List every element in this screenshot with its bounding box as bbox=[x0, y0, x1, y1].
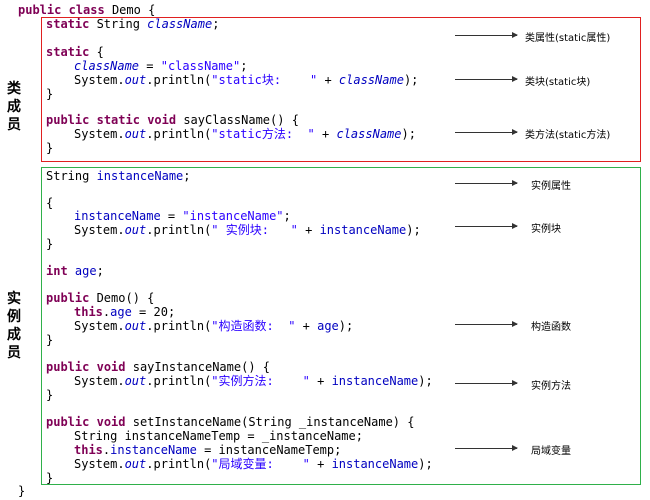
annotation-class-method: 类方法(static方法) bbox=[525, 130, 611, 141]
arrow-instance-field bbox=[455, 180, 518, 186]
code-line-instance-field: String instanceName; bbox=[46, 169, 191, 183]
arrow-class-method bbox=[455, 129, 518, 135]
code-line-class-declaration: public class Demo { bbox=[18, 3, 156, 17]
code-line-static-field: static String className; bbox=[46, 17, 220, 31]
code-line-constructor-print: System.out.println("构造函数: " + age); bbox=[74, 319, 354, 333]
code-line-setter: public void setInstanceName(String _inst… bbox=[46, 415, 415, 429]
code-line-setter-print: System.out.println("局域变量: " + instanceNa… bbox=[74, 457, 433, 471]
instance-members-label: 实例成员 bbox=[7, 291, 21, 361]
arrow-class-block bbox=[455, 76, 518, 82]
code-line-instance-block-open: { bbox=[46, 196, 54, 210]
code-line-age-field: int age; bbox=[46, 264, 104, 278]
annotation-instance-field: 实例属性 bbox=[531, 181, 571, 192]
code-line-class-close: } bbox=[18, 484, 26, 498]
code-line-setter-assign: this.instanceName = instanceNameTemp; bbox=[74, 443, 342, 457]
code-line-instance-block-close: } bbox=[46, 237, 54, 251]
arrow-instance-method bbox=[455, 380, 518, 386]
code-line-static-print: System.out.println("static块: " + classNa… bbox=[74, 73, 419, 87]
arrow-class-field bbox=[455, 32, 518, 38]
code-line-constructor: public Demo() { bbox=[46, 291, 155, 305]
code-line-static-method-print: System.out.println("static方法: " + classN… bbox=[74, 127, 416, 141]
annotation-class-field: 类属性(static属性) bbox=[525, 33, 611, 44]
code-line-constructor-assign: this.age = 20; bbox=[74, 305, 176, 319]
annotation-class-block: 类块(static块) bbox=[525, 77, 591, 88]
code-line-setter-local: String instanceNameTemp = _instanceName; bbox=[74, 429, 363, 443]
code-line-constructor-close: } bbox=[46, 333, 54, 347]
code-line-static-method-close: } bbox=[46, 141, 54, 155]
code-line-static-assign: className = "className"; bbox=[74, 59, 248, 73]
code-line-instance-print: System.out.println(" 实例块: " + instanceNa… bbox=[74, 223, 421, 237]
code-line-static-method: public static void sayClassName() { bbox=[46, 113, 299, 127]
code-line-instance-method-print: System.out.println("实例方法: " + instanceNa… bbox=[74, 374, 433, 388]
code-line-instance-method-close: } bbox=[46, 388, 54, 402]
class-members-label: 类成员 bbox=[7, 81, 21, 133]
instance-members-box bbox=[41, 167, 641, 485]
arrow-constructor bbox=[455, 321, 518, 327]
class-members-box bbox=[41, 17, 641, 162]
arrow-instance-block bbox=[455, 223, 518, 229]
code-line-setter-close: } bbox=[46, 471, 54, 485]
annotation-constructor: 构造函数 bbox=[531, 322, 571, 333]
arrow-local-variable bbox=[455, 445, 518, 451]
code-line-static-block-close: } bbox=[46, 87, 54, 101]
annotation-instance-block: 实例块 bbox=[531, 224, 561, 235]
code-line-static-block-open: static { bbox=[46, 45, 104, 59]
annotation-local-variable: 局域变量 bbox=[531, 446, 571, 457]
code-line-instance-assign: instanceName = "instanceName"; bbox=[74, 209, 291, 223]
annotation-instance-method: 实例方法 bbox=[531, 381, 571, 392]
code-line-instance-method: public void sayInstanceName() { bbox=[46, 360, 270, 374]
